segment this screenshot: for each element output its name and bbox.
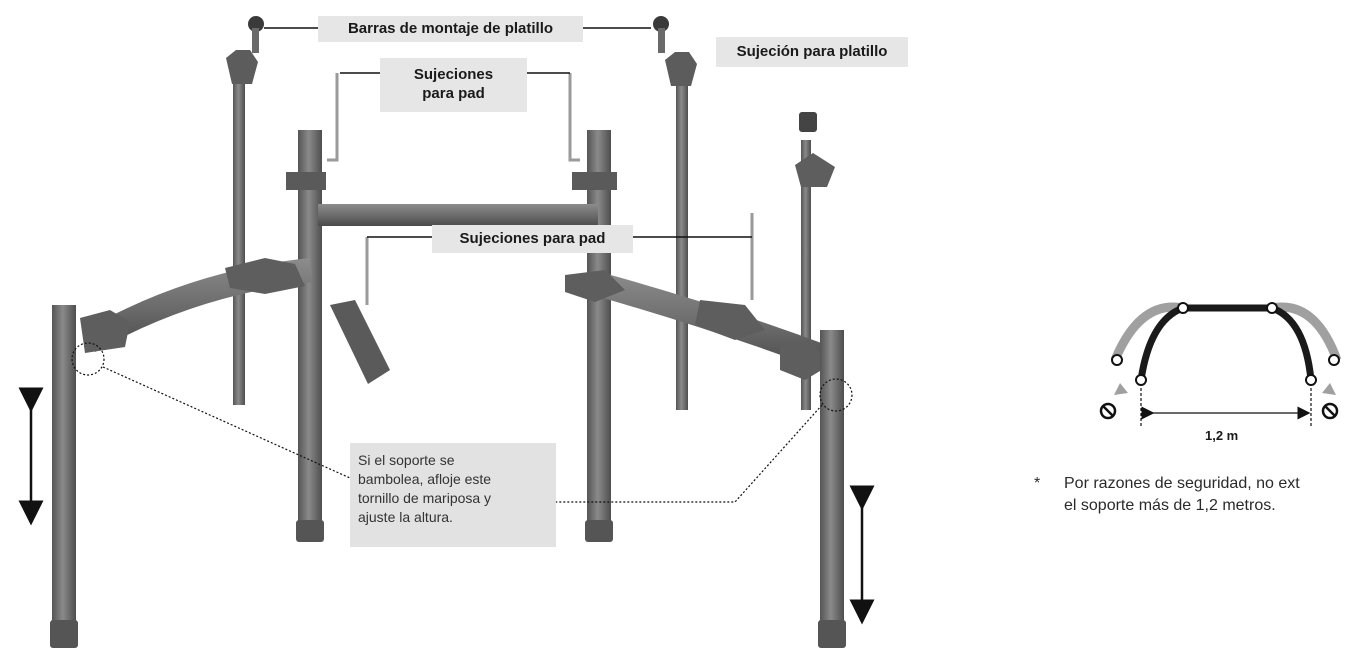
- safety-footnote: * Por razones de seguridad, no ext el so…: [1034, 473, 1300, 516]
- rear-posts: [286, 130, 617, 542]
- wing-bolt-note: Si el soporte se bambolea, afloje este t…: [350, 443, 556, 547]
- label-pad-holders-mid: Sujeciones para pad: [432, 225, 633, 253]
- label-pad-holders-top: Sujeciones para pad: [380, 58, 527, 112]
- dimension-label: 1,2 m: [1205, 428, 1239, 443]
- spread-diagram: [1099, 302, 1342, 428]
- label-pad-holders-top-line2: para pad: [422, 85, 485, 102]
- spread-arc-outer: [1110, 302, 1342, 362]
- label-cymbal-bars: Barras de montaje de platillo: [318, 16, 583, 42]
- wing-bolt-markers: [71, 342, 853, 503]
- cymbal-holder: [795, 112, 835, 410]
- footnote-marker: *: [1034, 475, 1041, 492]
- label-pad-holders-top-line1: Sujeciones: [413, 66, 494, 84]
- cymbal-bar-right: [653, 16, 697, 410]
- note-line3: tornillo de mariposa y: [358, 489, 492, 506]
- footnote-line2: el soporte más de 1,2 metros.: [1064, 496, 1276, 514]
- note-line4: ajuste la altura.: [358, 508, 453, 525]
- pad-holder-rods: [327, 73, 754, 305]
- prohibited-icon: [1321, 402, 1339, 420]
- spread-arc: [1137, 304, 1315, 381]
- cymbal-bar-left: [226, 16, 264, 405]
- note-line1: Si el soporte se: [358, 452, 455, 468]
- note-line2: bambolea, afloje este: [358, 470, 492, 487]
- prohibited-icon: [1099, 402, 1117, 420]
- label-cymbal-holder: Sujeción para platillo: [716, 37, 908, 67]
- leader-lines: [264, 27, 752, 238]
- top-crossbar: [318, 204, 598, 226]
- front-posts: [50, 305, 846, 648]
- footnote-line1: Por razones de seguridad, no ext: [1064, 475, 1300, 492]
